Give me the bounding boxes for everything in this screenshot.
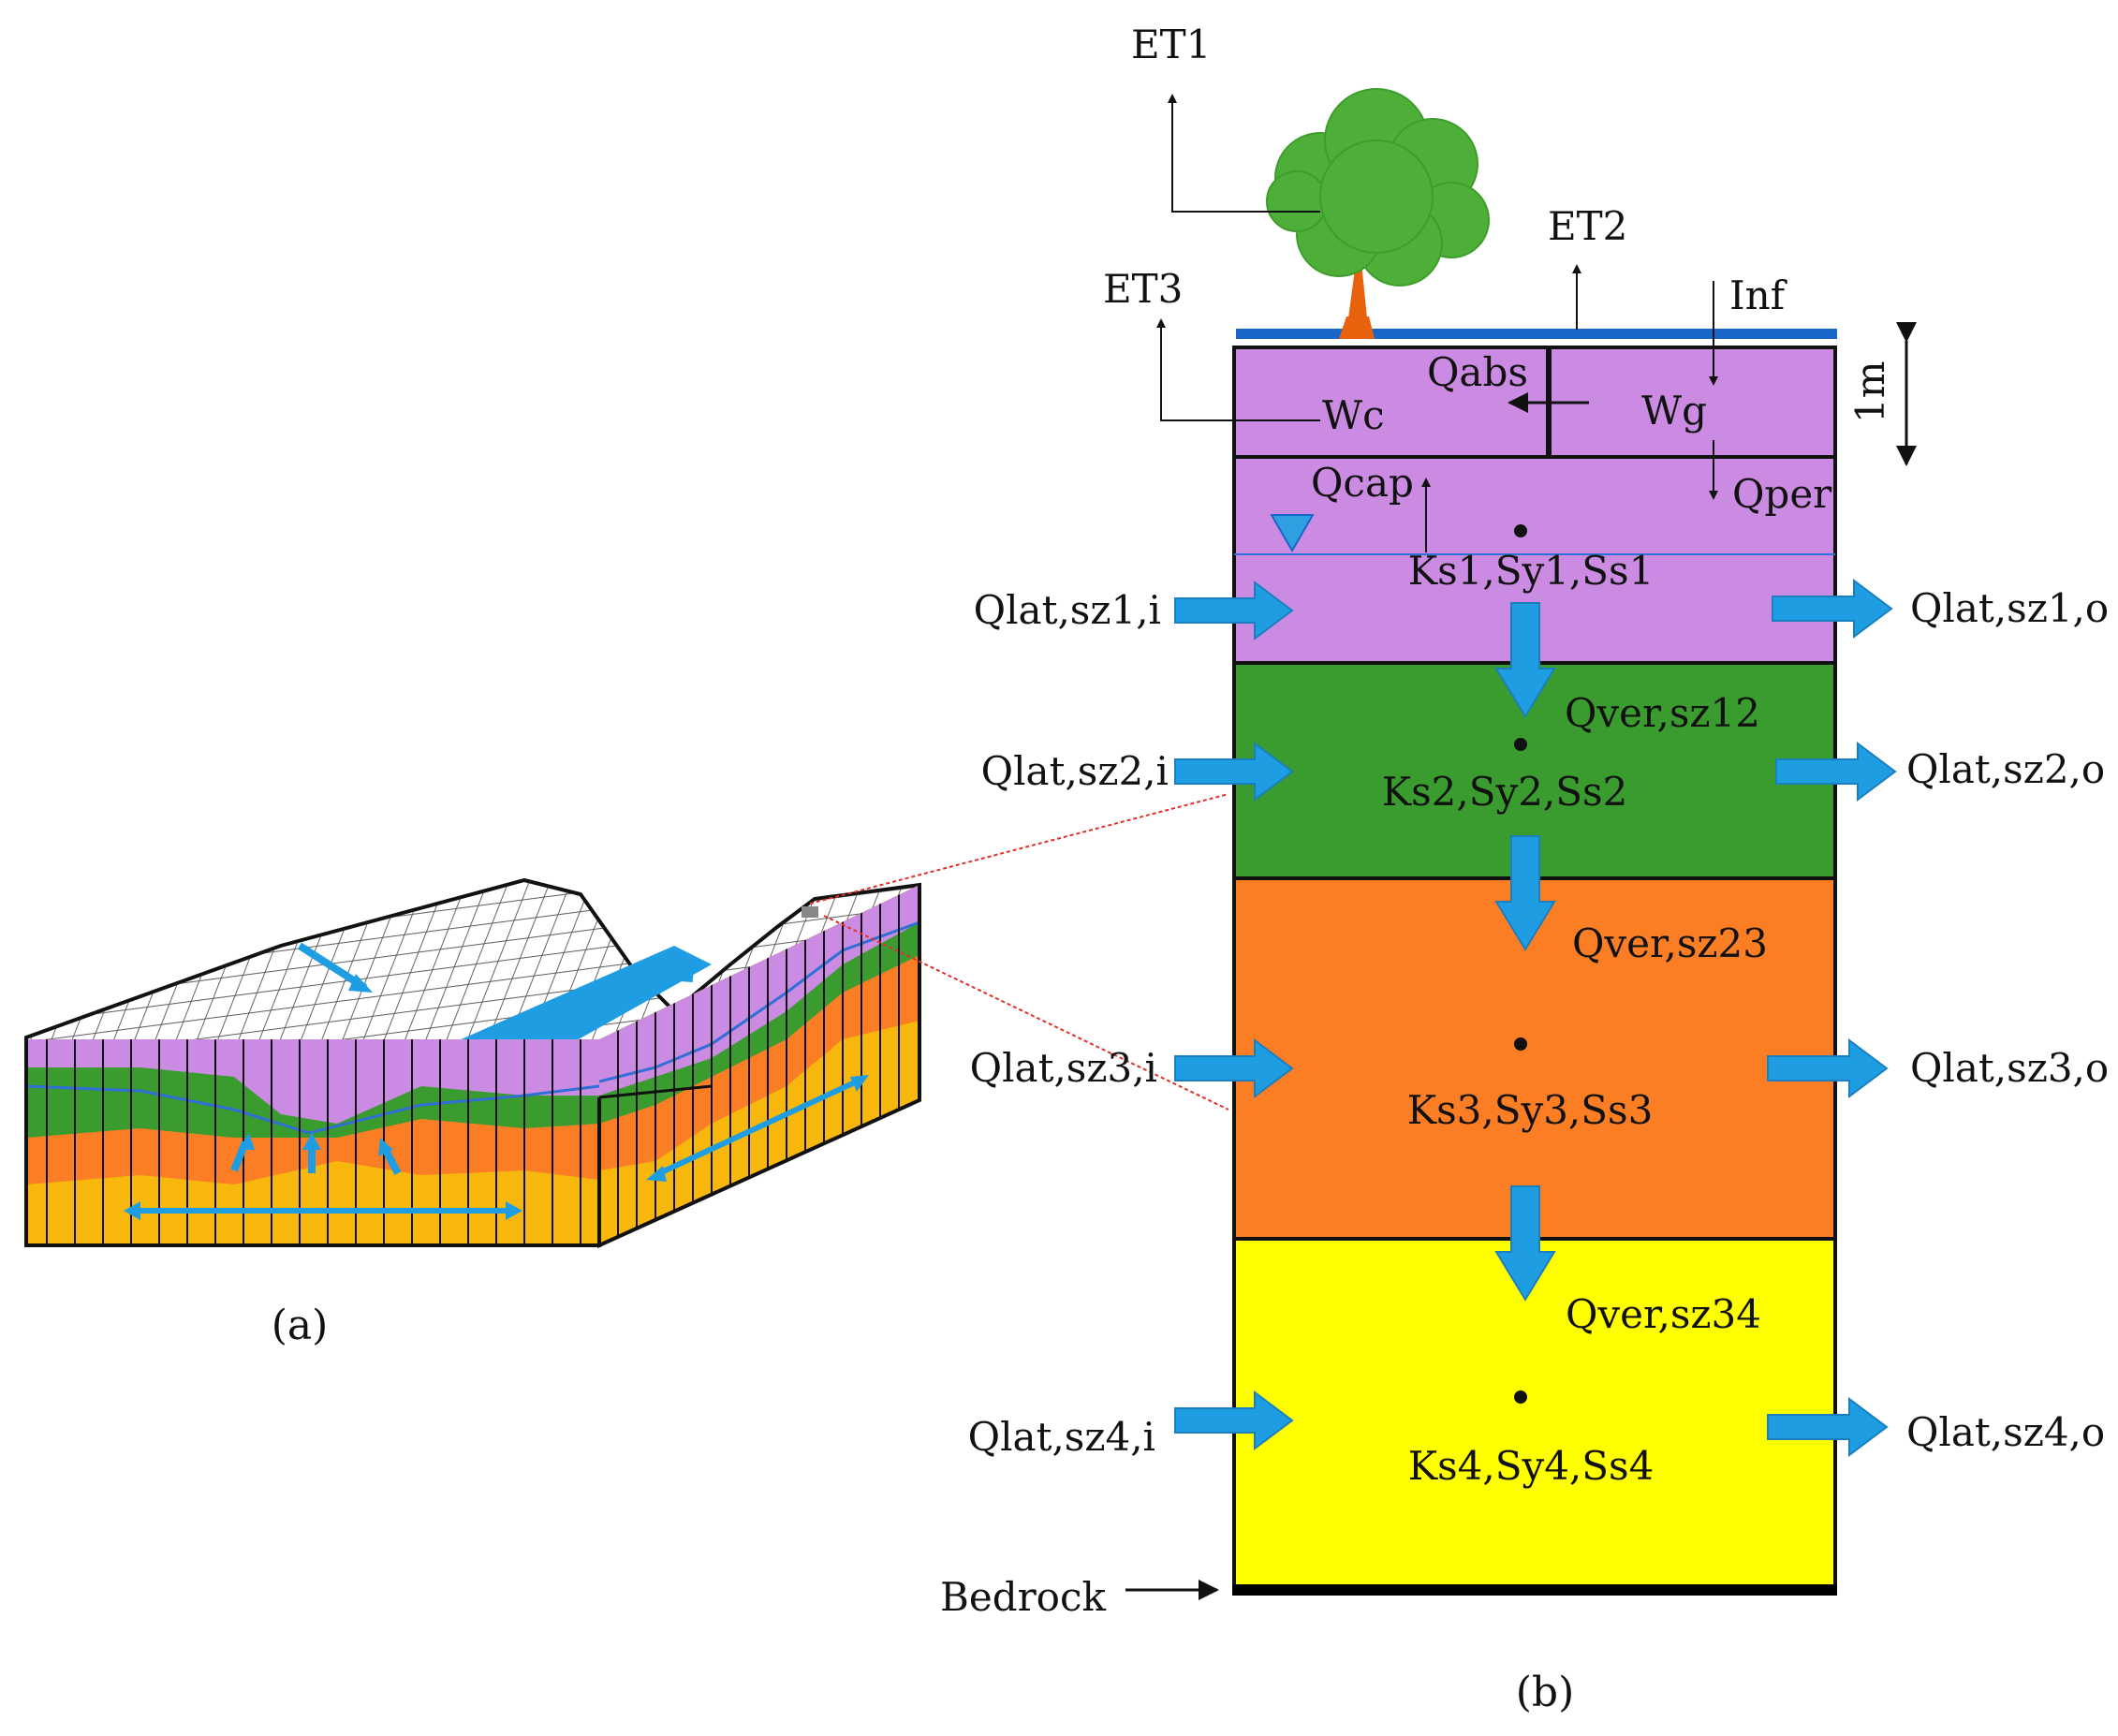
layer-1-params: Ks1,Sy1,Ss1 [1408, 548, 1655, 594]
et1-arrow [1168, 94, 1320, 213]
et3-label: ET3 [1103, 266, 1183, 312]
layer-4-params: Ks4,Sy4,Ss4 [1408, 1443, 1655, 1489]
et2-label: ET2 [1548, 203, 1627, 249]
qlat-sz3-out: Qlat,sz3,o [1910, 1045, 2109, 1091]
layer-3 [1232, 876, 1837, 1241]
wc-label: Wc [1322, 392, 1385, 438]
bedrock-strip [1232, 1584, 1837, 1596]
flow-arrow-icon [1772, 579, 1893, 639]
inf-label: Inf [1729, 272, 1788, 318]
lateral-inflow-arrows [1174, 581, 1294, 1450]
flow-arrow-icon [1174, 1038, 1294, 1098]
flow-arrow-icon [1767, 1038, 1889, 1098]
qabs-label: Qabs [1427, 349, 1528, 395]
qper-label: Qper [1732, 471, 1832, 517]
flow-arrow-icon [1174, 742, 1294, 802]
qlat-sz1-in: Qlat,sz1,i [974, 587, 1161, 633]
qver-23-label: Qver,sz23 [1572, 920, 1768, 966]
flow-arrow-icon [1494, 602, 1556, 718]
scale-label: 1m [1847, 360, 1893, 423]
qcap-label: Qcap [1311, 460, 1414, 506]
flow-arrow-icon [1174, 1390, 1294, 1450]
block-side-outline [597, 885, 921, 1249]
qlat-sz3-in: Qlat,sz3,i [970, 1045, 1157, 1091]
caption-a: (a) [272, 1302, 329, 1349]
qlat-sz4-out: Qlat,sz4,o [1906, 1409, 2105, 1455]
lateral-outflow-arrows [1767, 579, 1897, 1457]
qver-12-label: Qver,sz12 [1565, 690, 1760, 736]
qver-34-label: Qver,sz34 [1566, 1291, 1761, 1337]
wg-label: Wg [1641, 388, 1707, 434]
qlat-sz2-out: Qlat,sz2,o [1906, 746, 2105, 792]
node-dots [1514, 524, 1527, 1404]
flow-arrow-icon [1494, 835, 1556, 951]
qlat-sz1-out: Qlat,sz1,o [1910, 585, 2109, 631]
flow-arrow-icon [1174, 581, 1294, 640]
tree-icon [1266, 88, 1490, 339]
qlat-sz2-in: Qlat,sz2,i [981, 748, 1169, 794]
zoom-lines [809, 793, 1229, 1111]
soil-column-diagram: ET1 ET2 ET3 Inf 1m Qabs Wc Wg Qcap Qper [940, 22, 2109, 1716]
layer-3-params: Ks3,Sy3,Ss3 [1407, 1087, 1654, 1133]
surface-water-strip [1236, 329, 1837, 339]
et1-label: ET1 [1131, 22, 1211, 67]
qlat-sz4-in: Qlat,sz4,i [968, 1414, 1155, 1460]
water-table-triangle-icon [1270, 514, 1315, 552]
flow-arrow-icon [1494, 1185, 1556, 1302]
flow-arrow-icon [1775, 742, 1897, 802]
vertical-flow-arrows [1494, 602, 1556, 1302]
et3-arrow [1156, 318, 1320, 421]
zoom-marker [802, 906, 818, 918]
caption-b: (b) [1516, 1669, 1575, 1716]
bedrock-label: Bedrock [940, 1574, 1106, 1620]
block-flow-arrows [124, 942, 869, 1220]
layer-2-params: Ks2,Sy2,Ss2 [1382, 769, 1628, 815]
flow-arrow-icon [1767, 1397, 1889, 1457]
